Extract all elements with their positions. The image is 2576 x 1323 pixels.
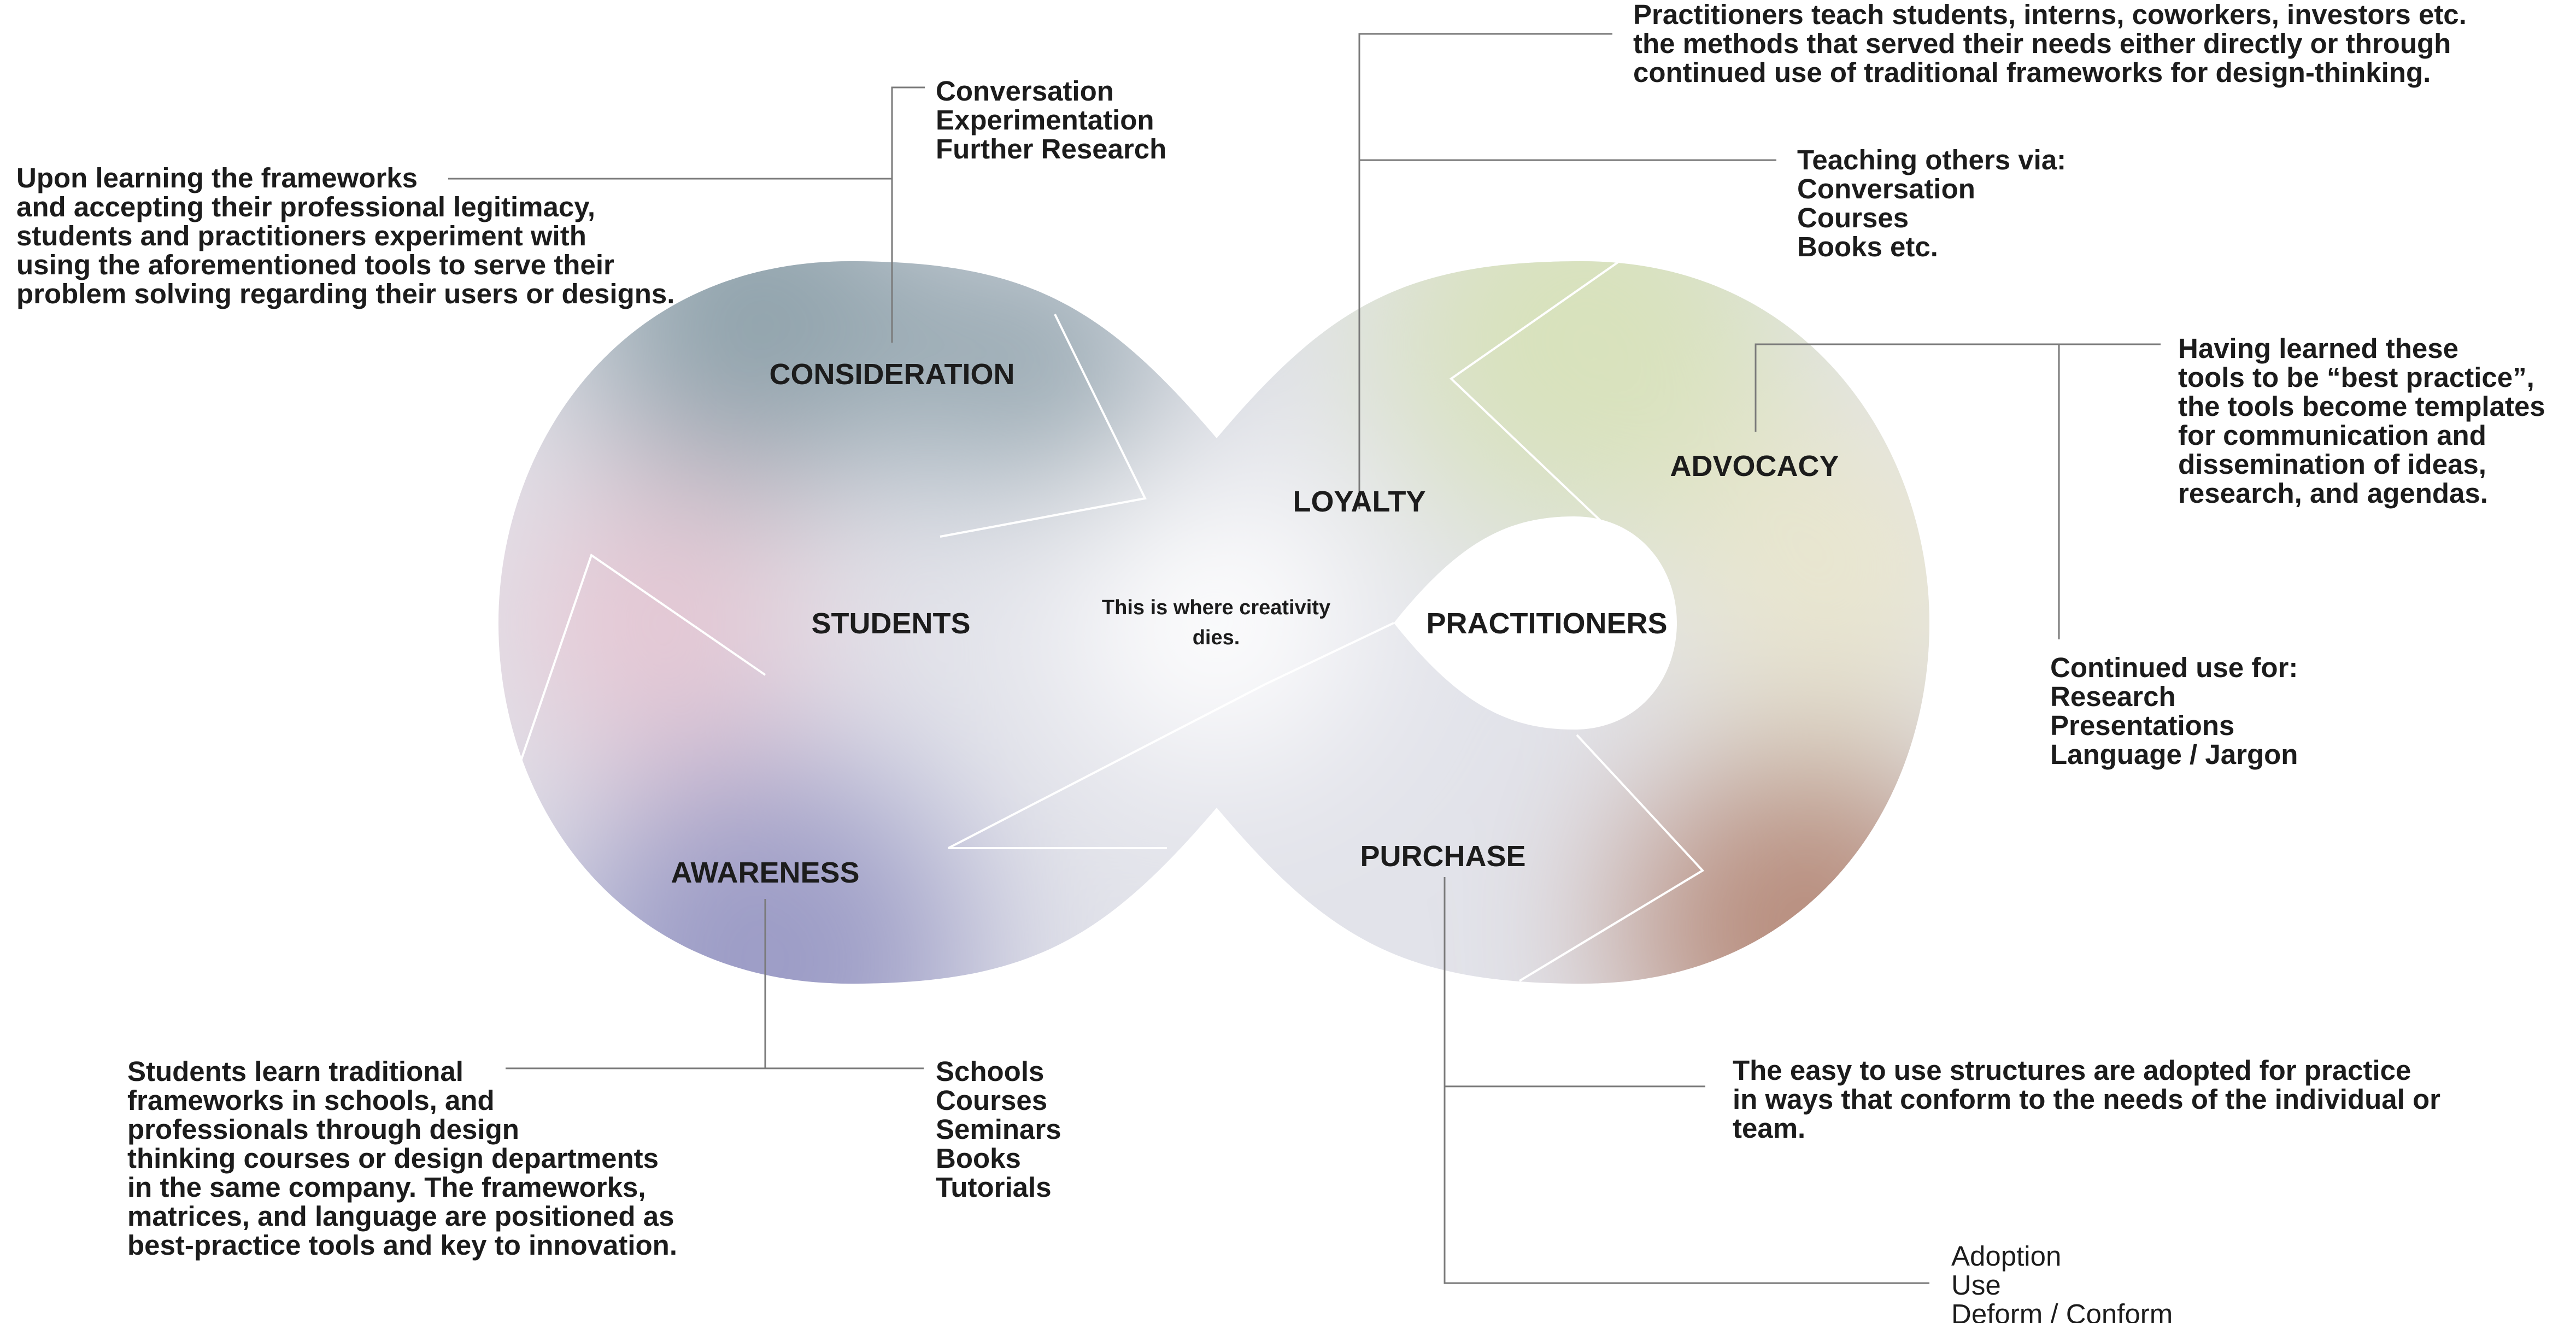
- purchase-stages: Adoption Use Deform / Conform: [1951, 1240, 2173, 1323]
- hub-practitioners: PRACTITIONERS: [1426, 607, 1668, 640]
- loyalty-connector: [1358, 33, 1776, 509]
- consideration-description: Upon learning the frameworks and accepti…: [16, 162, 675, 309]
- loyalty-description: Practitioners teach students, interns, c…: [1633, 0, 2467, 88]
- awareness-description: Students learn traditional frameworks in…: [127, 1056, 678, 1261]
- advocacy-blob: [1377, 261, 1793, 546]
- consideration-activities: Conversation Experimentation Further Res…: [936, 75, 1167, 164]
- stage-awareness: AWARENESS: [671, 856, 860, 889]
- advocacy-uses: Continued use for: Research Presentation…: [2050, 652, 2298, 770]
- purchase-description: The easy to use structures are adopted f…: [1733, 1055, 2440, 1144]
- awareness-connector: [506, 899, 924, 1069]
- advocacy-description: Having learned these tools to be “best p…: [2178, 333, 2545, 509]
- awareness-channels: Schools Courses Seminars Books Tutorials: [936, 1056, 1061, 1203]
- stage-purchase: PURCHASE: [1360, 840, 1526, 873]
- center-glow: [1075, 481, 1359, 765]
- center-note: This is where creativity dies.: [1101, 596, 1331, 649]
- advocacy-connector: [1755, 343, 2161, 639]
- connector-lines: [448, 33, 2161, 1284]
- consideration-connector: [448, 86, 925, 343]
- facet-lines: [519, 261, 1705, 982]
- consideration-blob: [579, 261, 929, 492]
- loyalty-channels: Teaching others via: Conversation Course…: [1797, 144, 2067, 262]
- students-blob: [514, 481, 798, 765]
- stage-consideration: CONSIDERATION: [769, 358, 1015, 391]
- stage-advocacy: ADVOCACY: [1670, 450, 1839, 483]
- stage-loyalty: LOYALTY: [1293, 485, 1426, 518]
- purchase-connector: [1444, 877, 1929, 1284]
- hub-students: STUDENTS: [811, 607, 971, 640]
